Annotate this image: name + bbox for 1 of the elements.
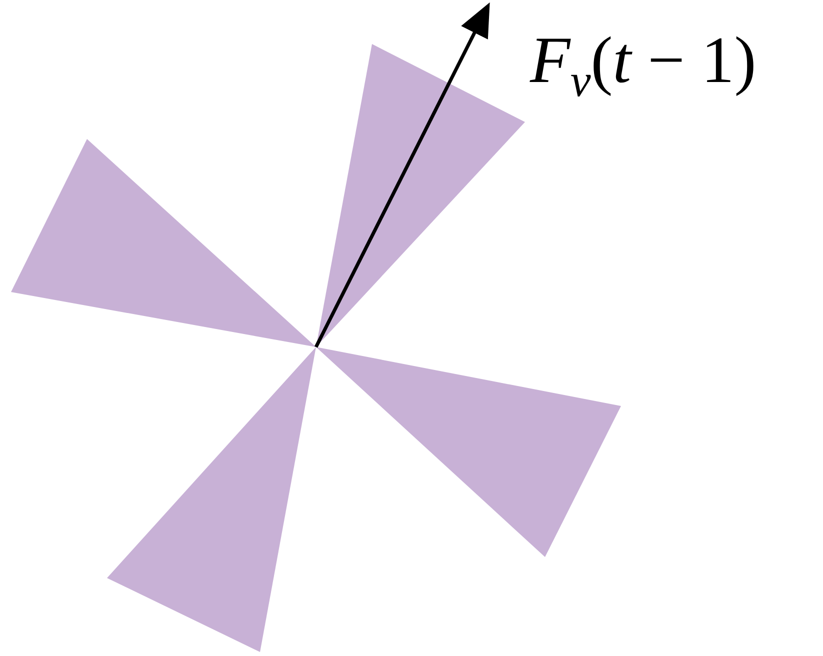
- force-label: F$_{v}$(t − 1): [530, 28, 756, 104]
